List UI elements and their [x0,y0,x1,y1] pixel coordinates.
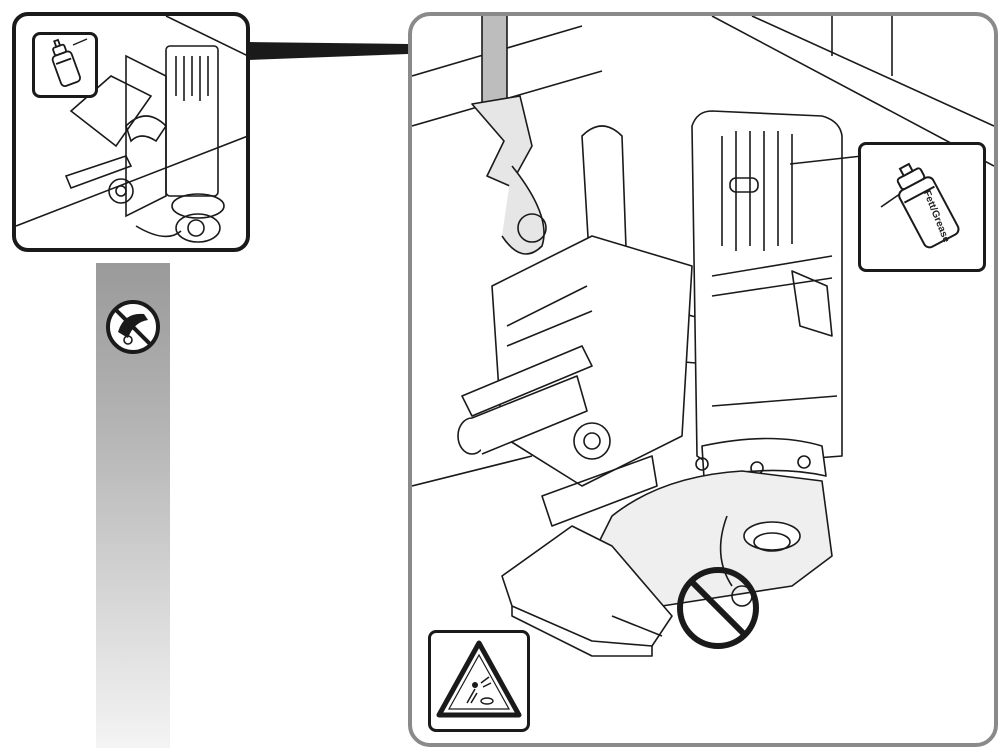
warning-sign-box [428,630,530,732]
overview-thumbnail [12,12,250,252]
no-touch-hot-surface-icon [106,300,160,354]
detail-view: Fett/Grease [408,12,998,747]
grease-can-icon [880,162,960,249]
thumbnail-grease-badge [32,32,98,98]
detail-drawing [412,16,994,657]
grease-can-icon [51,38,88,87]
prohibition-icon [677,567,759,649]
warning-triangle-icon [436,640,522,718]
thumbnail-drawing [16,16,246,243]
grease-callout: Fett/Grease [858,142,986,272]
